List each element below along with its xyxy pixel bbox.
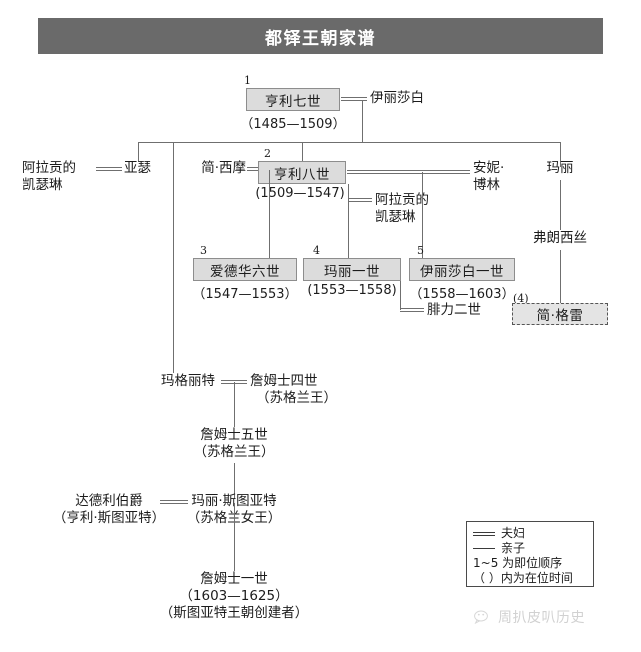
node-arthur[interactable]: 亚瑟 bbox=[124, 160, 151, 176]
node-james4[interactable]: 詹姆士四世 （苏格兰王） bbox=[250, 373, 337, 407]
anne-boleyn-line2: 博林 bbox=[473, 177, 500, 193]
node-catherine-of-aragon-second[interactable]: 阿拉贡的 凯瑟琳 bbox=[375, 192, 429, 226]
elbow-v-catherine-of-aragon bbox=[348, 184, 349, 200]
connector-jane-seymour-to-edward6 bbox=[269, 170, 270, 258]
connector-james5-to-mary-stuart bbox=[234, 463, 235, 499]
node-philip2[interactable]: 腓力二世 bbox=[427, 302, 481, 318]
catherine-of-aragon-line2: 凯瑟琳 bbox=[22, 177, 63, 193]
mary1-reign: (1553—1558) bbox=[307, 283, 397, 298]
legend-reign-note: （ ）内为在位时间 bbox=[473, 571, 573, 585]
elbow-v-philip2 bbox=[400, 281, 401, 310]
watermark-text: 周扒皮叭历史 bbox=[498, 610, 585, 626]
connector-mary-tudor-to-frances bbox=[560, 180, 561, 230]
node-jane-grey[interactable]: 简·格雷 bbox=[512, 303, 608, 325]
henry8-reign: (1509—1547) bbox=[255, 186, 345, 201]
parentage-line-icon bbox=[473, 548, 495, 549]
legend-row-reign: （ ）内为在位时间 bbox=[473, 571, 587, 586]
james4-title: （苏格兰王） bbox=[256, 390, 337, 406]
node-darnley[interactable]: 达德利伯爵 （亨利·斯图亚特） bbox=[53, 493, 165, 527]
node-anne-boleyn[interactable]: 安妮· 博林 bbox=[473, 160, 504, 194]
sibling-bus-generation2 bbox=[138, 142, 561, 143]
watermark: 周扒皮叭历史 bbox=[474, 607, 585, 627]
catherine-second-line1: 阿拉贡的 bbox=[375, 192, 429, 208]
legend-order-note: 1~5 为即位顺序 bbox=[473, 556, 563, 570]
marriage-line-anne-boleyn bbox=[347, 170, 470, 174]
legend-row-order: 1~5 为即位顺序 bbox=[473, 556, 587, 571]
marriage-line-arthur bbox=[96, 167, 122, 171]
marriage-line-mary-stuart bbox=[160, 500, 188, 504]
darnley-alt: （亨利·斯图亚特） bbox=[52, 510, 166, 526]
james1-reign: （1603—1625） bbox=[179, 588, 289, 604]
james1-note: （斯图亚特王朝创建者） bbox=[159, 605, 309, 621]
henry8-ordinal: 2 bbox=[264, 147, 271, 160]
marriage-line-henry7 bbox=[341, 97, 367, 101]
node-margaret: 玛格丽特 bbox=[161, 373, 215, 389]
connector-anne-boleyn-to-elizabeth1 bbox=[422, 172, 423, 258]
mary1-ordinal: 4 bbox=[313, 244, 320, 257]
node-henry8[interactable]: 亨利八世 bbox=[258, 161, 346, 184]
node-mary1[interactable]: 玛丽一世 bbox=[303, 258, 401, 281]
drop-margaret bbox=[173, 142, 174, 373]
james5-name: 詹姆士五世 bbox=[200, 427, 268, 443]
drop-mary-tudor bbox=[560, 142, 561, 167]
node-james1[interactable]: 詹姆士一世 （1603—1625） （斯图亚特王朝创建者） bbox=[160, 571, 309, 622]
page-title: 都铎王朝家谱 bbox=[265, 28, 376, 49]
diagram-title-bar: 都铎王朝家谱 bbox=[38, 18, 603, 54]
connector-frances-to-jane-grey bbox=[560, 250, 561, 303]
legend-row-marriage: 夫妇 bbox=[473, 526, 587, 541]
drop-henry8 bbox=[302, 142, 303, 161]
drop-arthur bbox=[138, 142, 139, 162]
node-mary-tudor[interactable]: 玛丽 bbox=[546, 160, 574, 176]
marriage-line-philip2 bbox=[400, 308, 424, 312]
henry7-ordinal: 1 bbox=[244, 74, 251, 87]
edward6-reign: （1547—1553） bbox=[192, 287, 298, 302]
node-henry7[interactable]: 亨利七世 bbox=[246, 88, 340, 111]
legend-parentage-label: 亲子 bbox=[501, 541, 526, 555]
node-edward6[interactable]: 爱德华六世 bbox=[193, 258, 297, 281]
connector-henry7-to-children bbox=[362, 101, 363, 142]
darnley-name: 达德利伯爵 bbox=[75, 493, 143, 509]
node-catherine-of-aragon-first[interactable]: 阿拉贡的 凯瑟琳 bbox=[22, 160, 76, 194]
node-frances[interactable]: 弗朗西丝 bbox=[533, 230, 587, 246]
henry7-reign: （1485—1509） bbox=[240, 117, 346, 132]
catherine-second-line2: 凯瑟琳 bbox=[375, 209, 416, 225]
jane-grey-ordinal: (4) bbox=[513, 292, 529, 305]
connector-mary-stuart-to-james1 bbox=[234, 503, 235, 571]
elizabeth1-ordinal: 5 bbox=[417, 244, 424, 257]
connector-james4-to-james5 bbox=[234, 382, 235, 427]
james5-title: （苏格兰王） bbox=[193, 444, 275, 460]
edward6-ordinal: 3 bbox=[200, 244, 207, 257]
legend-marriage-label: 夫妇 bbox=[501, 526, 526, 540]
wechat-bubble-icon bbox=[474, 610, 493, 624]
legend-box: 夫妇 亲子 1~5 为即位顺序 （ ）内为在位时间 bbox=[466, 521, 594, 587]
legend-row-parentage: 亲子 bbox=[473, 541, 587, 556]
node-elizabeth-of-york[interactable]: 伊丽莎白 bbox=[370, 90, 424, 106]
marriage-line-icon bbox=[473, 531, 495, 536]
node-james5[interactable]: 詹姆士五世 （苏格兰王） bbox=[194, 427, 275, 461]
connector-catherine-to-mary1 bbox=[348, 200, 349, 258]
james1-name: 詹姆士一世 bbox=[200, 571, 268, 587]
mary-stuart-name: 玛丽·斯图亚特 bbox=[191, 493, 277, 509]
node-jane-seymour[interactable]: 简·西摩 bbox=[201, 160, 246, 176]
catherine-of-aragon-line1: 阿拉贡的 bbox=[22, 160, 76, 176]
anne-boleyn-line1: 安妮· bbox=[473, 160, 505, 176]
marriage-line-catherine-of-aragon bbox=[348, 198, 372, 202]
james4-name: 詹姆士四世 bbox=[250, 373, 318, 389]
node-elizabeth1[interactable]: 伊丽莎白一世 bbox=[409, 258, 515, 281]
elizabeth1-reign: （1558—1603） bbox=[409, 287, 515, 302]
